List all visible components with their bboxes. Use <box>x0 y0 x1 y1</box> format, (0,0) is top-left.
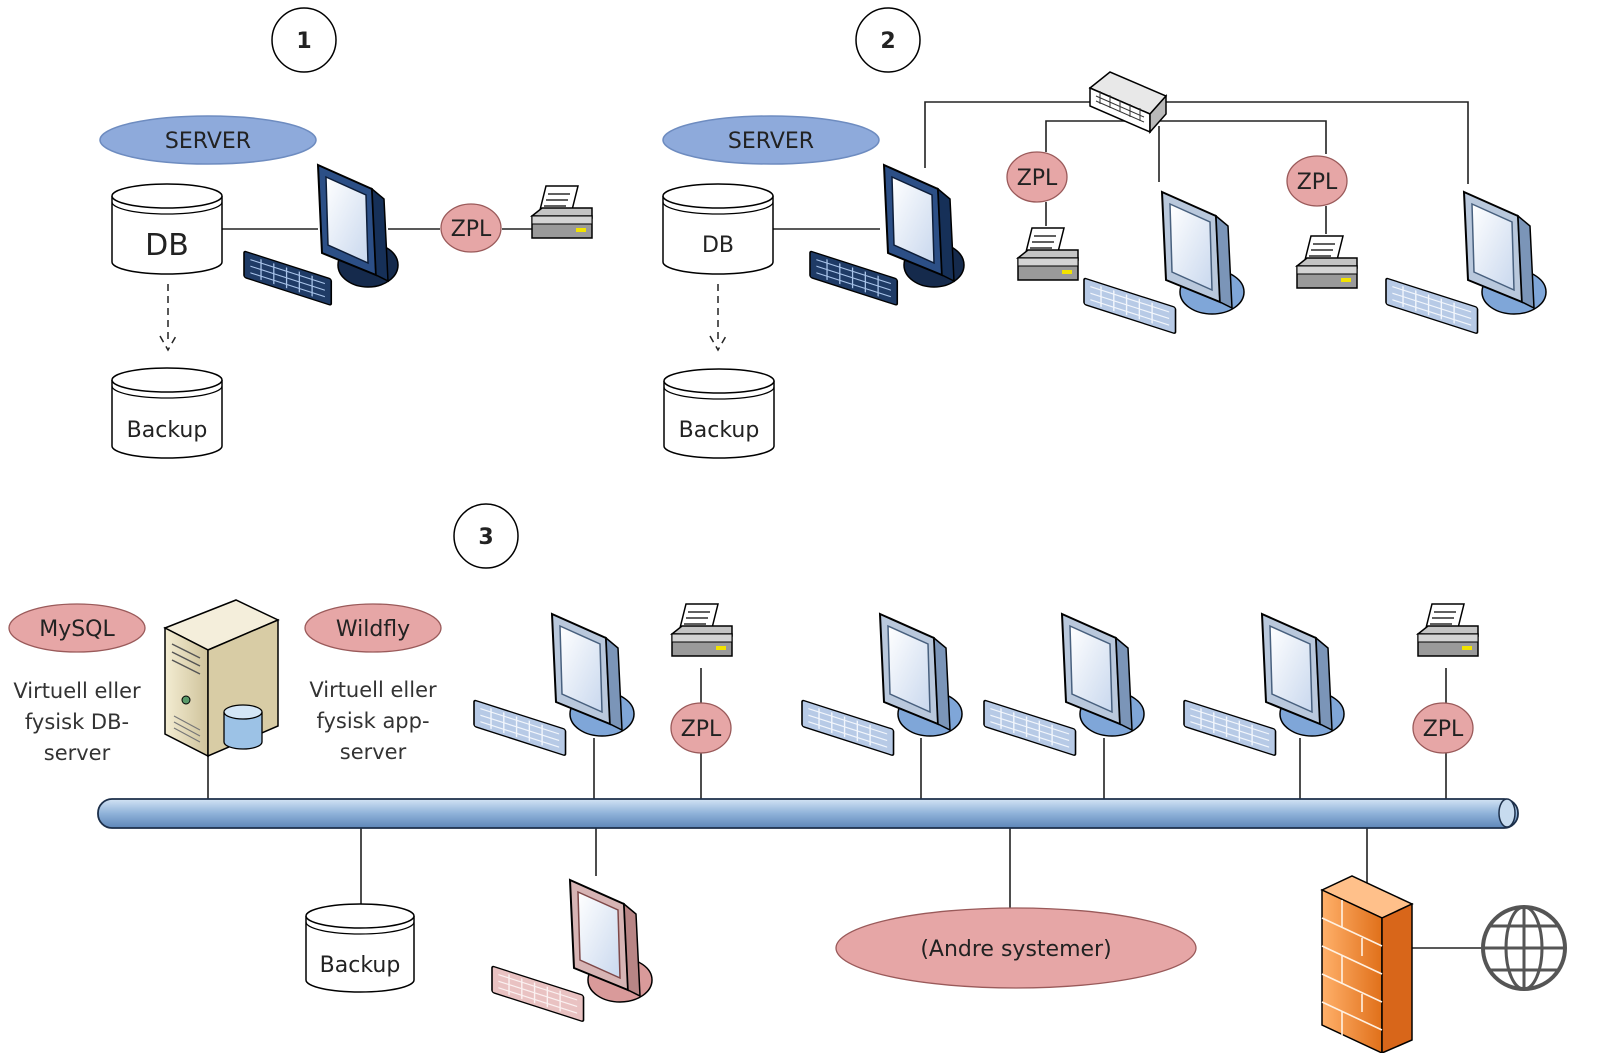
zpl-label: ZPL <box>681 717 722 742</box>
printer-icon <box>1017 227 1079 281</box>
zpl-ellipse-left: ZPL <box>1006 151 1068 203</box>
backup-database-icon: Backup <box>663 368 775 459</box>
database-icon: DB <box>662 183 774 275</box>
zpl-ellipse: ZPL <box>1412 702 1474 754</box>
printer-icon <box>671 603 733 657</box>
switch-right-link <box>1164 101 1469 184</box>
firewall-icon <box>1320 875 1414 1053</box>
mysql-label: MySQL <box>39 617 115 642</box>
switch-printer-links <box>1045 120 1327 154</box>
zpl-label: ZPL <box>1423 717 1464 742</box>
printer-icon <box>1296 235 1358 289</box>
app-server-note-line: fysisk app- <box>316 709 429 733</box>
number-badge-1: 1 <box>271 7 337 73</box>
backup-database-icon: Backup <box>111 367 223 459</box>
diagram-2: 2 SERVER DB Bac <box>662 7 1547 459</box>
network-bus <box>97 798 1519 829</box>
zpl-label: ZPL <box>1297 170 1338 195</box>
mysql-ellipse: MySQL <box>8 603 146 653</box>
number-badge-2: 2 <box>855 7 921 73</box>
globe-icon <box>1481 905 1567 991</box>
db-server-note-line: fysisk DB- <box>25 710 129 734</box>
database-icon: DB <box>111 183 223 275</box>
backup-label: Backup <box>320 953 401 978</box>
server-ellipse: SERVER <box>99 115 317 165</box>
workstation-monitor-icon <box>1183 613 1345 757</box>
diagram-1: 1 SERVER DB Backup ZPL <box>99 7 593 459</box>
workstation-monitor-icon <box>473 613 635 757</box>
admin-workstation-monitor-icon <box>491 879 653 1023</box>
app-server-note-line: server <box>340 740 407 764</box>
workstation-monitor-icon <box>983 613 1145 757</box>
backup-label: Backup <box>679 418 760 443</box>
db-server-note-line: Virtuell eller <box>13 679 141 703</box>
server-tower-icon <box>163 599 280 758</box>
workstation-monitor-icon <box>801 613 963 757</box>
backup-arrow <box>159 284 177 352</box>
db-label: DB <box>702 233 734 258</box>
workstation-monitor-icon <box>1083 191 1245 335</box>
zpl-ellipse: ZPL <box>670 702 732 754</box>
monitor-icon <box>809 164 965 307</box>
number-label: 3 <box>478 525 493 550</box>
server-ellipse: SERVER <box>662 115 880 165</box>
db-label: DB <box>145 228 189 263</box>
wildfly-ellipse: Wildfly <box>304 603 442 653</box>
number-label: 2 <box>880 29 895 54</box>
zpl-label: ZPL <box>451 217 492 242</box>
server-label: SERVER <box>728 129 814 154</box>
diagram-3: 3 MySQL Virtuell eller fysisk DB- server <box>8 503 1567 1053</box>
other-systems-ellipse: (Andre systemer) <box>835 907 1197 989</box>
app-server-note-line: Virtuell eller <box>309 678 437 702</box>
workstation-monitor-icon <box>1385 191 1547 335</box>
db-server-note-line: server <box>44 741 111 765</box>
number-label: 1 <box>296 29 311 54</box>
zpl-ellipse: ZPL <box>440 203 502 253</box>
backup-label: Backup <box>127 418 208 443</box>
wildfly-label: Wildfly <box>336 617 410 642</box>
server-switch-link <box>924 101 1092 168</box>
printer-icon <box>1417 603 1479 657</box>
monitor-icon <box>243 164 399 307</box>
zpl-label: ZPL <box>1017 166 1058 191</box>
printer-icon <box>531 185 593 239</box>
server-label: SERVER <box>165 129 251 154</box>
other-systems-label: (Andre systemer) <box>920 937 1111 962</box>
network-switch-icon <box>1088 71 1168 134</box>
number-badge-3: 3 <box>453 503 519 569</box>
backup-database-icon: Backup <box>305 903 415 993</box>
zpl-ellipse-right: ZPL <box>1286 155 1348 207</box>
backup-arrow <box>709 284 727 352</box>
